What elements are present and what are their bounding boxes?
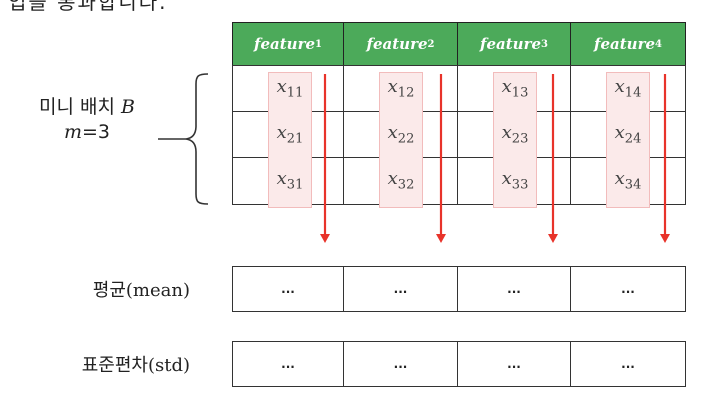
data-value: x21 <box>276 122 304 147</box>
feature-name: feature <box>480 35 542 53</box>
feature-index: 2 <box>427 38 435 50</box>
data-value: x14 <box>614 76 642 101</box>
partial-header-text: 입을 통과합니다. <box>8 0 168 14</box>
feature-index: 1 <box>315 38 322 50</box>
data-value: x34 <box>614 168 642 193</box>
stat-cell: ... <box>232 266 344 312</box>
down-arrow-icon <box>436 74 446 243</box>
feature-name: feature <box>254 35 316 53</box>
feature-name: feature <box>594 35 656 53</box>
batch-var: B <box>121 96 135 118</box>
batch-label: 미니 배치 B m=3 <box>2 92 172 143</box>
data-value: x23 <box>501 122 529 147</box>
column-highlight <box>606 72 650 208</box>
stat-label: 표준편차(std) <box>81 355 190 376</box>
down-arrow-icon <box>320 74 330 243</box>
data-value: x12 <box>387 76 415 101</box>
batch-label-text: 미니 배치 <box>39 96 115 118</box>
stat-cell: ... <box>570 341 686 387</box>
column-highlight <box>493 72 537 208</box>
stat-row: ............ <box>232 341 686 387</box>
stat-row: ............ <box>232 266 686 312</box>
column-highlight <box>268 72 312 208</box>
stat-cell: ... <box>457 341 571 387</box>
column-highlight <box>379 72 423 208</box>
down-arrow-icon <box>548 74 558 243</box>
down-arrow-icon <box>660 74 670 243</box>
feature-index: 4 <box>655 38 662 50</box>
stat-cell: ... <box>343 266 458 312</box>
curly-brace-icon <box>158 73 209 205</box>
stat-cell: ... <box>343 341 458 387</box>
data-value: x11 <box>276 76 304 101</box>
data-value: x13 <box>501 76 529 101</box>
data-value: x32 <box>387 168 415 193</box>
batch-size-var: m <box>63 121 82 143</box>
data-value: x33 <box>501 168 529 193</box>
data-value: x24 <box>614 122 642 147</box>
stat-label: 평균(mean) <box>92 280 190 301</box>
feature-index: 3 <box>541 38 548 50</box>
data-value: x31 <box>276 168 304 193</box>
stat-cell: ... <box>232 341 344 387</box>
batch-size-value: =3 <box>82 121 111 143</box>
data-value: x22 <box>387 122 415 147</box>
stat-cell: ... <box>570 266 686 312</box>
stat-cell: ... <box>457 266 571 312</box>
feature-name: feature <box>366 35 428 53</box>
